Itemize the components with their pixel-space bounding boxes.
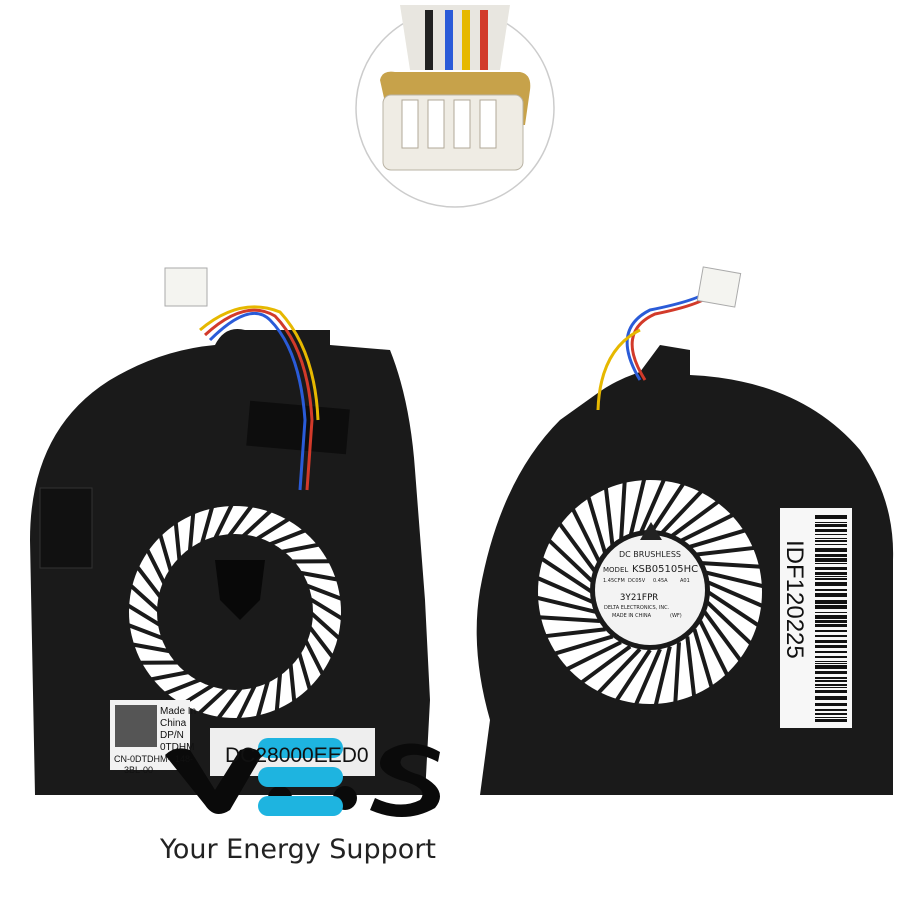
barcode-bar — [815, 671, 847, 674]
hub-rev: A01 — [680, 578, 690, 584]
hub-model: KSB05105HC — [632, 564, 698, 575]
barcode-bar — [815, 567, 847, 570]
connector-closeup — [356, 5, 554, 207]
barcode-bar — [815, 717, 847, 718]
label-dpn-value: 0TDHM — [160, 742, 194, 753]
label-cn-suffix: 148- — [175, 754, 193, 764]
barcode-bar — [815, 656, 847, 658]
label-cn: CN-0DTDHM- — [114, 754, 171, 764]
right-fan: DC BRUSHLESS MODEL KSB05105HC 1.45CFM DC… — [477, 267, 893, 795]
barcode-bar — [815, 684, 847, 686]
barcode-bar — [815, 696, 847, 700]
hub-voltage: DC05V — [628, 578, 646, 584]
barcode-bar — [815, 529, 847, 532]
barcode-bar — [815, 524, 847, 527]
barcode-bar — [815, 687, 847, 688]
barcode-bar — [815, 534, 847, 535]
hub-suffix: (WF) — [670, 613, 682, 619]
barcode-bar — [815, 661, 847, 662]
barcode-bar — [815, 635, 847, 637]
hub-cfm: 1.45CFM — [603, 578, 625, 584]
hub-current: 0.45A — [653, 578, 668, 584]
barcode-bar — [815, 554, 847, 557]
barcode-bar — [815, 719, 847, 722]
barcode-bar — [815, 663, 847, 664]
barcode-bar — [815, 612, 847, 613]
barcode-bar — [815, 589, 847, 591]
barcode-bar — [815, 630, 847, 632]
barcode-bar — [815, 645, 847, 648]
label-3bl: 3BL-00 — [124, 765, 153, 775]
label-made-in: Made In — [160, 706, 196, 717]
barcode-bar — [815, 558, 847, 562]
barcode-bar — [815, 703, 847, 706]
barcode-bar — [815, 665, 847, 669]
part-number-label: DC28000EED0 — [225, 744, 369, 767]
hub-dc-brushless: DC BRUSHLESS — [619, 550, 681, 559]
barcode-text: IDF120225 — [781, 540, 808, 659]
barcode-bar — [815, 540, 847, 542]
barcode-bar — [815, 582, 847, 586]
hub-code: 3Y21FPR — [620, 593, 659, 603]
left-fan — [30, 268, 430, 795]
barcode-bar — [815, 522, 847, 523]
barcode-bar — [815, 651, 847, 653]
barcode-bar — [815, 624, 847, 627]
barcode-bar — [815, 538, 847, 539]
hub-origin: MADE IN CHINA — [612, 613, 652, 619]
barcode-bar — [815, 605, 847, 609]
barcode-bar — [815, 600, 847, 604]
barcode-bar — [815, 593, 847, 597]
hub-model-prefix: MODEL — [603, 566, 628, 574]
barcode-bar — [815, 578, 847, 580]
label-china: China — [160, 718, 187, 729]
barcode-bar — [815, 640, 847, 643]
barcode-bar — [815, 563, 847, 564]
barcode-bar — [815, 615, 847, 619]
barcode-bar — [815, 576, 847, 577]
barcode-bar — [815, 677, 847, 679]
barcode-bar — [815, 620, 847, 623]
barcode-bar — [815, 548, 847, 552]
barcode-bar — [815, 690, 847, 693]
barcode-bar — [815, 709, 847, 711]
barcode-bar — [815, 713, 847, 715]
barcode-bar — [815, 515, 847, 519]
barcode-bar — [815, 680, 847, 682]
label-dpn: DP/N — [160, 730, 184, 741]
barcode-bar — [815, 572, 847, 575]
barcode-bar — [815, 544, 847, 545]
tagline: Your Energy Support — [159, 834, 436, 865]
hub-maker: DELTA ELECTRONICS, INC. — [604, 605, 670, 611]
